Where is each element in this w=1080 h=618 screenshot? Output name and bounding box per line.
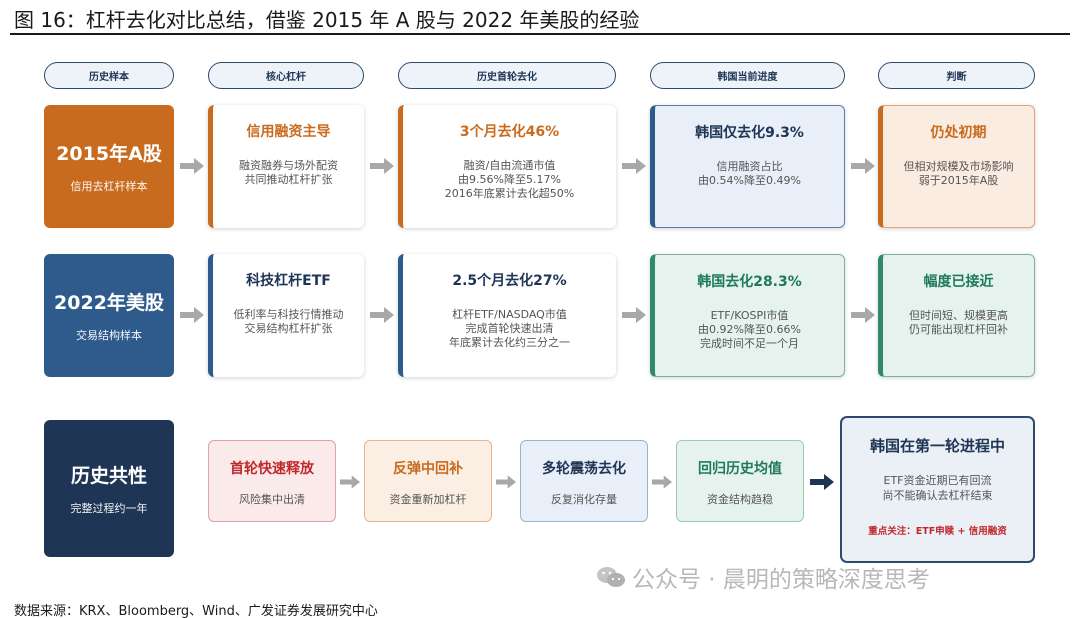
phase-title: 多轮震荡去化 — [542, 461, 626, 477]
arrow-right-icon — [851, 158, 875, 174]
sample-subtitle: 交易结构样本 — [76, 329, 142, 342]
figure-title: 图 16：杠杆去化对比总结，借鉴 2015 年 A 股与 2022 年美股的经验 — [14, 8, 640, 32]
first-round-body: 融资/自由流通市值 由9.56%降至5.17% 2016年底累计去化超50% — [445, 159, 574, 201]
judgement-line: 弱于2015年A股 — [918, 174, 999, 187]
first-round-line: 完成首轮快速出清 — [465, 322, 554, 335]
lever-body: 低利率与科技行情推动 交易结构杠杆扩张 — [234, 308, 344, 336]
header-korea-progress: 韩国当前进度 — [650, 62, 845, 89]
arrow-right-icon — [622, 158, 646, 174]
key-focus-note: 重点关注：ETF申赎 + 信用融资 — [868, 526, 1007, 537]
watermark: 公众号 · 晨明的策略深度思考 — [596, 560, 930, 594]
first-round-title: 3个月去化46% — [459, 124, 560, 140]
lever-title: 科技杠杆ETF — [246, 273, 331, 289]
judgement-body: 但相对规模及市场影响 弱于2015年A股 — [904, 160, 1014, 188]
korea-first-round-card: 韩国在第一轮进程中 ETF资金近期已有回流 尚不能确认去杠杆结束 重点关注：ET… — [840, 416, 1035, 563]
phase-subtitle: 资金结构趋稳 — [707, 493, 773, 506]
arrow-right-icon — [370, 307, 394, 323]
lever-card: 科技杠杆ETF 低利率与科技行情推动 交易结构杠杆扩张 — [208, 254, 364, 377]
first-round-body: 杠杆ETF/NASDAQ市值 完成首轮快速出清 年底累计去化约三分之一 — [449, 308, 570, 350]
phase-card: 回归历史均值 资金结构趋稳 — [676, 440, 804, 522]
phase-card: 首轮快速释放 风险集中出清 — [208, 440, 336, 522]
watermark-text: 公众号 · 晨明的策略深度思考 — [632, 567, 930, 593]
judgement-card: 仍处初期 但相对规模及市场影响 弱于2015年A股 — [878, 105, 1035, 228]
korea-progress-line: 由0.92%降至0.66% — [698, 323, 801, 336]
lever-body: 融资融券与场外配资 共同推动杠杆扩张 — [239, 159, 338, 187]
lever-line: 共同推动杠杆扩张 — [244, 173, 333, 186]
header-first-round: 历史首轮去化 — [398, 62, 616, 89]
final-body: ETF资金近期已有回流 尚不能确认去杠杆结束 — [883, 473, 993, 503]
judgement-title: 幅度已接近 — [923, 274, 994, 290]
arrow-right-icon — [851, 307, 875, 323]
lever-line: 融资融券与场外配资 — [239, 159, 338, 172]
title-divider — [10, 33, 1070, 35]
commonality-subtitle: 完整过程约一年 — [70, 502, 148, 515]
judgement-line: 但时间短、规模更高 — [909, 309, 1008, 322]
korea-progress-body: 信用融资占比 由0.54%降至0.49% — [698, 160, 801, 188]
header-historical-sample: 历史样本 — [44, 62, 174, 89]
judgement-card: 幅度已接近 但时间短、规模更高 仍可能出现杠杆回补 — [878, 254, 1035, 377]
first-round-line: 杠杆ETF/NASDAQ市值 — [452, 308, 567, 321]
korea-progress-line: 信用融资占比 — [716, 160, 783, 173]
first-round-title: 2.5个月去化27% — [452, 273, 567, 289]
arrow-right-icon — [652, 475, 672, 489]
lever-title: 信用融资主导 — [246, 124, 331, 140]
first-round-card: 2.5个月去化27% 杠杆ETF/NASDAQ市值 完成首轮快速出清 年底累计去… — [398, 254, 616, 377]
wechat-icon — [597, 567, 625, 587]
final-line: ETF资金近期已有回流 — [883, 474, 992, 487]
sample-2015-a-share: 2015年A股 信用去杠杆样本 — [44, 105, 174, 228]
lever-card: 信用融资主导 融资融券与场外配资 共同推动杠杆扩张 — [208, 105, 364, 228]
arrow-right-icon — [180, 307, 204, 323]
final-line: 尚不能确认去杠杆结束 — [882, 489, 993, 502]
sample-title: 2015年A股 — [56, 143, 162, 165]
judgement-body: 但时间短、规模更高 仍可能出现杠杆回补 — [909, 309, 1008, 337]
judgement-line: 但相对规模及市场影响 — [903, 160, 1014, 173]
historical-commonality: 历史共性 完整过程约一年 — [44, 420, 174, 557]
korea-progress-line: ETF/KOSPI市值 — [710, 309, 789, 322]
lever-line: 交易结构杠杆扩张 — [244, 322, 333, 335]
korea-progress-title: 韩国去化28.3% — [697, 274, 802, 290]
arrow-right-icon — [180, 158, 204, 174]
korea-progress-card: 韩国去化28.3% ETF/KOSPI市值 由0.92%降至0.66% 完成时间… — [650, 254, 845, 377]
header-judgement: 判断 — [878, 62, 1035, 89]
korea-progress-line: 由0.54%降至0.49% — [698, 174, 801, 187]
arrow-right-icon — [810, 474, 834, 490]
data-source: 数据来源：KRX、Bloomberg、Wind、广发证券发展研究中心 — [14, 604, 378, 618]
arrow-right-icon — [622, 307, 646, 323]
phase-subtitle: 资金重新加杠杆 — [389, 493, 467, 506]
phase-title: 反弹中回补 — [393, 461, 463, 477]
first-round-line: 年底累计去化约三分之一 — [449, 336, 570, 349]
sample-title: 2022年美股 — [54, 292, 164, 314]
commonality-title: 历史共性 — [70, 465, 147, 487]
judgement-line: 仍可能出现杠杆回补 — [909, 323, 1008, 336]
arrow-right-icon — [340, 475, 360, 489]
first-round-line: 由9.56%降至5.17% — [458, 173, 561, 186]
lever-line: 低利率与科技行情推动 — [233, 308, 344, 321]
korea-progress-card: 韩国仅去化9.3% 信用融资占比 由0.54%降至0.49% — [650, 105, 845, 228]
korea-progress-body: ETF/KOSPI市值 由0.92%降至0.66% 完成时间不足一个月 — [698, 309, 801, 351]
first-round-line: 2016年底累计去化超50% — [444, 187, 575, 200]
arrow-right-icon — [370, 158, 394, 174]
phase-title: 首轮快速释放 — [230, 461, 314, 477]
phase-subtitle: 反复消化存量 — [551, 493, 617, 506]
phase-subtitle: 风险集中出清 — [239, 493, 305, 506]
arrow-right-icon — [496, 475, 516, 489]
header-core-leverage: 核心杠杆 — [208, 62, 364, 89]
first-round-card: 3个月去化46% 融资/自由流通市值 由9.56%降至5.17% 2016年底累… — [398, 105, 616, 228]
sample-2022-us-stock: 2022年美股 交易结构样本 — [44, 254, 174, 377]
judgement-title: 仍处初期 — [930, 125, 987, 141]
korea-progress-line: 完成时间不足一个月 — [699, 337, 799, 350]
korea-progress-title: 韩国仅去化9.3% — [695, 125, 804, 141]
phase-card: 多轮震荡去化 反复消化存量 — [520, 440, 648, 522]
phase-title: 回归历史均值 — [698, 461, 782, 477]
final-title: 韩国在第一轮进程中 — [869, 437, 1005, 455]
phase-card: 反弹中回补 资金重新加杠杆 — [364, 440, 492, 522]
sample-subtitle: 信用去杠杆样本 — [70, 180, 148, 193]
first-round-line: 融资/自由流通市值 — [463, 159, 556, 172]
